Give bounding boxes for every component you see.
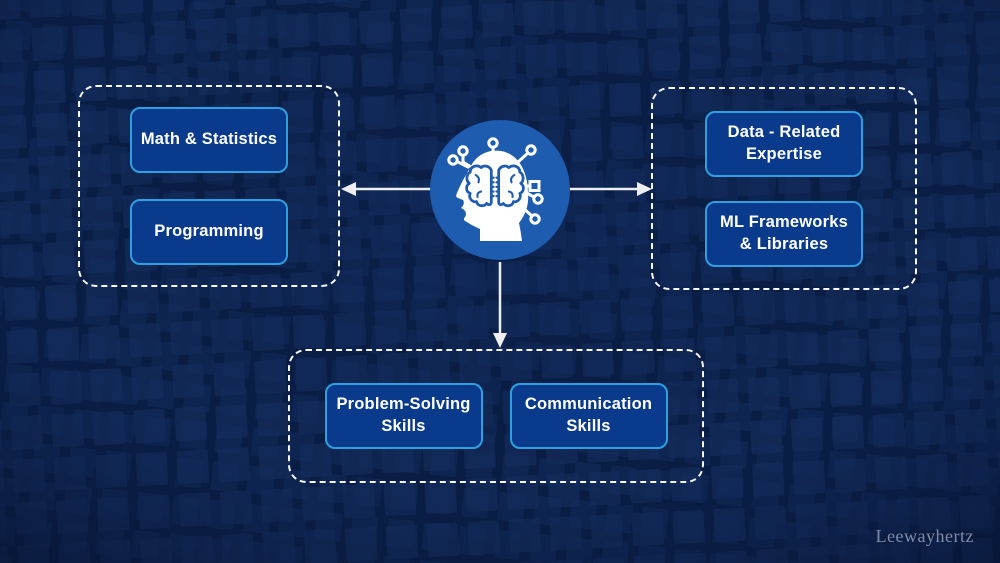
skill-box-problem-solving: Problem-Solving Skills xyxy=(324,383,483,449)
skill-label: Communication Skills xyxy=(524,395,653,435)
skill-box-math-statistics: Math & Statistics xyxy=(130,107,288,173)
skill-box-programming: Programming xyxy=(130,199,288,265)
head-brain-circuit-icon xyxy=(430,120,570,260)
skill-label: Math & Statistics xyxy=(140,130,278,149)
skill-group-bottom: Problem-Solving Skills Communication Ski… xyxy=(288,349,704,483)
skill-label: Data - Related Expertise xyxy=(727,122,841,163)
center-node xyxy=(430,120,570,260)
skill-label: ML Frameworks & Libraries xyxy=(720,212,848,253)
skill-group-left: Math & Statistics Programming xyxy=(78,85,340,287)
skill-group-right: Data - Related Expertise ML Frameworks &… xyxy=(651,87,917,290)
skill-box-ml-frameworks: ML Frameworks & Libraries xyxy=(705,200,863,267)
skill-box-data-expertise: Data - Related Expertise xyxy=(705,110,863,177)
skill-label: Problem-Solving Skills xyxy=(336,395,471,435)
skill-label: Programming xyxy=(154,222,264,241)
watermark-logo: Leewayhertz xyxy=(875,526,974,546)
skill-box-communication: Communication Skills xyxy=(509,383,668,449)
